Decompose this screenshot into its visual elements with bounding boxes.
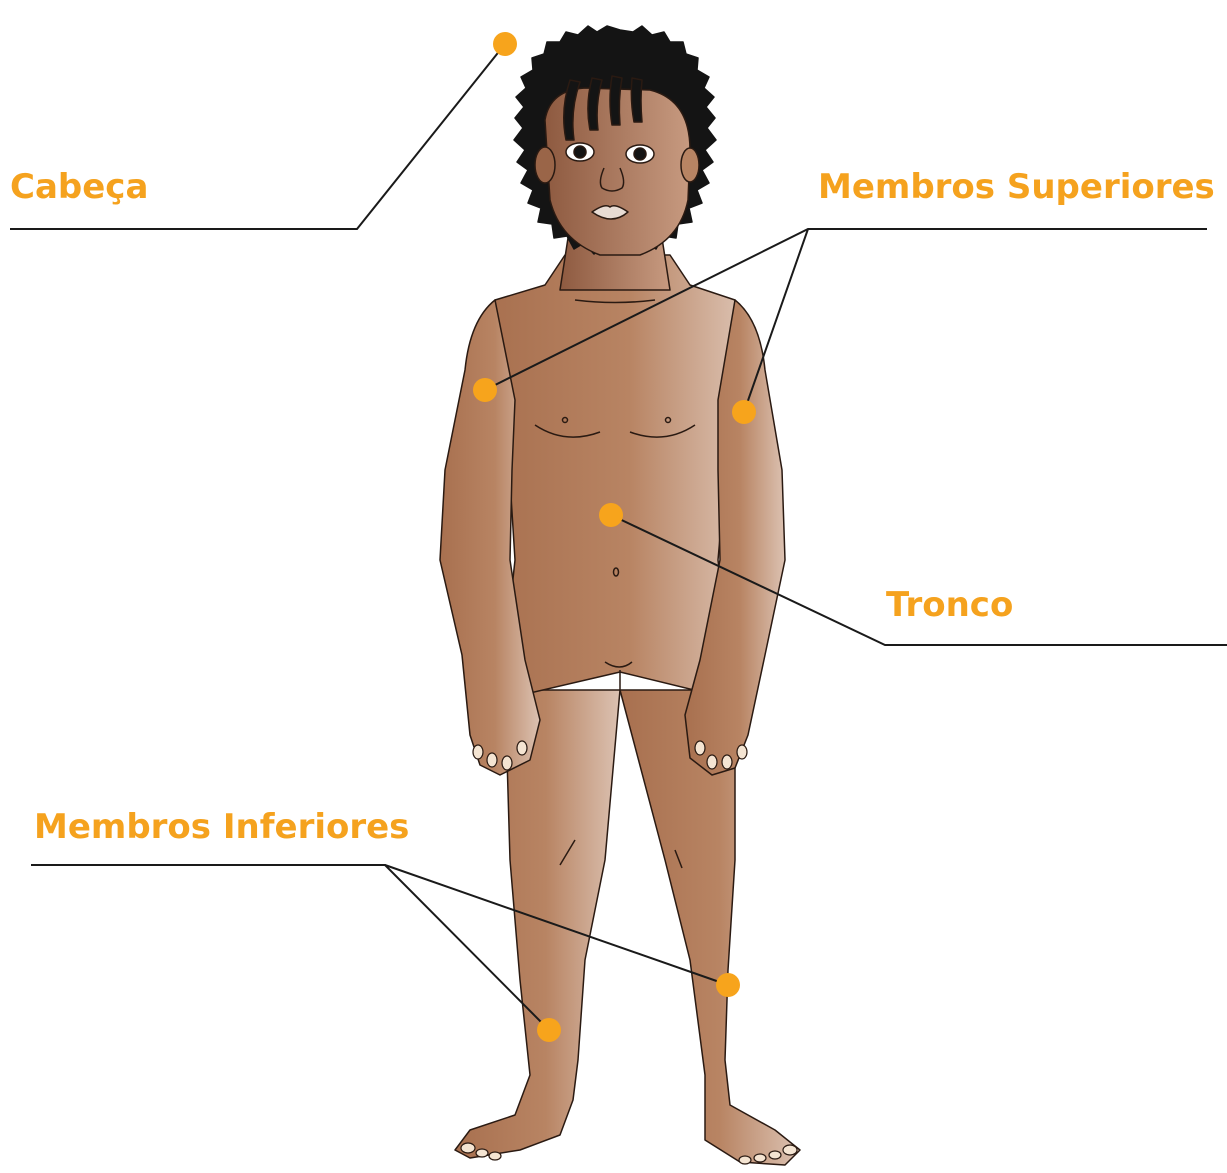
lower-limb-marker-left [537,1018,561,1042]
ear-left [535,147,555,183]
upper-limb-marker-left [473,378,497,402]
lower-limbs-leader-line-left [31,865,549,1030]
head-marker [493,32,517,56]
trunk-marker [599,503,623,527]
lower-limb-marker-right [716,973,740,997]
trunk-label: Tronco [886,588,1013,622]
upper-limb-marker-right [732,400,756,424]
ear-right [681,148,699,182]
lower-limbs-label: Membros Inferiores [34,810,409,844]
child-figure [440,26,800,1165]
upper-limbs-label: Membros Superiores [818,170,1215,204]
head-label: Cabeça [10,170,148,204]
